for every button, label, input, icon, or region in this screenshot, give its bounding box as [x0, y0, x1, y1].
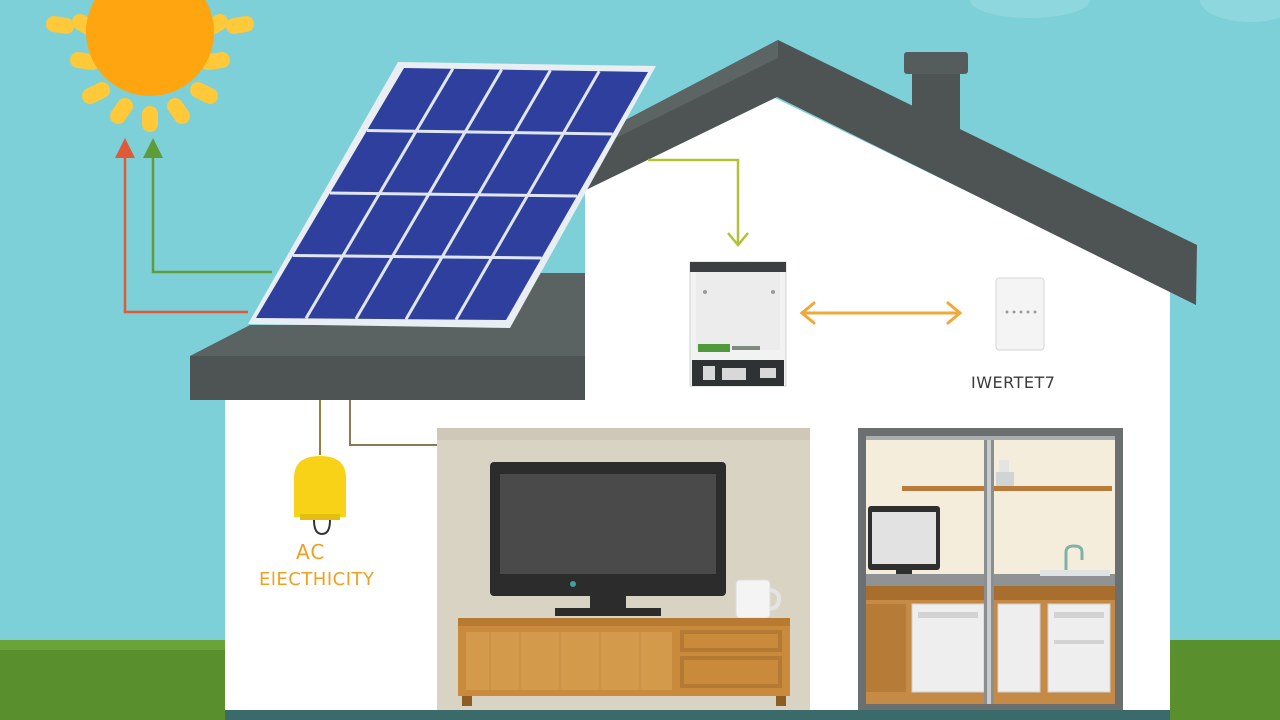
main-roof [553, 40, 1197, 305]
plug-icon [294, 456, 346, 536]
kitchen-window [858, 428, 1123, 710]
inverter-icon [689, 261, 787, 387]
roof-to-inverter-wire [648, 158, 740, 243]
exchange-arrow [799, 301, 963, 325]
solar-panel-icon [248, 62, 656, 328]
green-wire [143, 138, 272, 274]
electricity-label: ElECTHICITY [259, 569, 375, 590]
panel-grid-line [329, 191, 578, 198]
grass [0, 640, 1280, 720]
foundation [225, 710, 1170, 720]
tv-icon [490, 462, 726, 616]
panel-grid-line [292, 254, 542, 260]
panel-grid-line [366, 129, 613, 136]
panel-wires [115, 138, 272, 314]
meter-icon [995, 277, 1045, 351]
mug-icon [735, 579, 781, 619]
tv-cabinet [458, 618, 790, 706]
inverter-label: IWERTET7 [971, 373, 1056, 392]
red-wire [115, 138, 248, 314]
ac-label: AC [296, 540, 326, 564]
sun-icon [46, 0, 254, 132]
